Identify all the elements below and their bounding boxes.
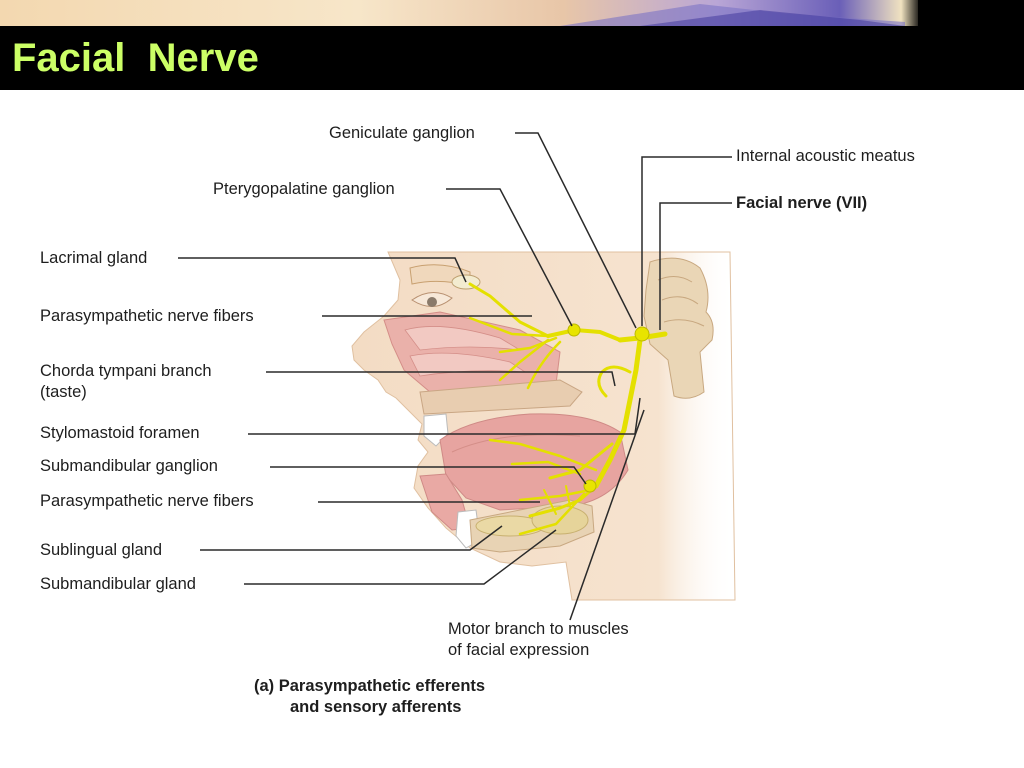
figure-caption-line1: (a) Parasympathetic efferents (254, 677, 486, 695)
label-stylomastoid-foramen: Stylomastoid foramen (40, 424, 200, 442)
decorative-banner (0, 0, 1024, 26)
label-motor-branch: Motor branch to muscles (448, 620, 629, 638)
label-motor-branch-expression: of facial expression (448, 641, 590, 659)
label-sublingual-gland: Sublingual gland (40, 541, 163, 559)
submandibular-ganglion-dot (583, 479, 597, 493)
slide-title: Facial Nerve (12, 36, 259, 80)
label-parasympathetic-fibers-lower: Parasympathetic nerve fibers (40, 492, 254, 510)
label-pterygopalatine-ganglion: Pterygopalatine ganglion (213, 180, 395, 198)
palate (419, 379, 583, 415)
label-chorda-tympani: Chorda tympani branch (40, 362, 212, 380)
temporal-bone (643, 257, 714, 399)
label-lacrimal-gland: Lacrimal gland (40, 249, 148, 267)
facial-nerve-illustration (178, 132, 736, 621)
label-submandibular-gland: Submandibular gland (40, 575, 196, 593)
leader-lines (178, 132, 732, 621)
eye (427, 297, 437, 307)
geniculate-ganglion-dot (634, 326, 650, 342)
label-chorda-tympani-taste: (taste) (40, 383, 87, 401)
title-bar: Facial Nerve (0, 26, 1024, 90)
label-geniculate-ganglion: Geniculate ganglion (329, 124, 475, 142)
label-parasympathetic-fibers-upper: Parasympathetic nerve fibers (40, 307, 254, 325)
figure-caption-line2: and sensory afferents (290, 698, 462, 716)
pterygopalatine-ganglion-dot (567, 323, 581, 337)
label-internal-acoustic-meatus: Internal acoustic meatus (736, 147, 915, 165)
label-facial-nerve-vii: Facial nerve (VII) (736, 194, 868, 212)
label-submandibular-ganglion: Submandibular ganglion (40, 457, 218, 475)
